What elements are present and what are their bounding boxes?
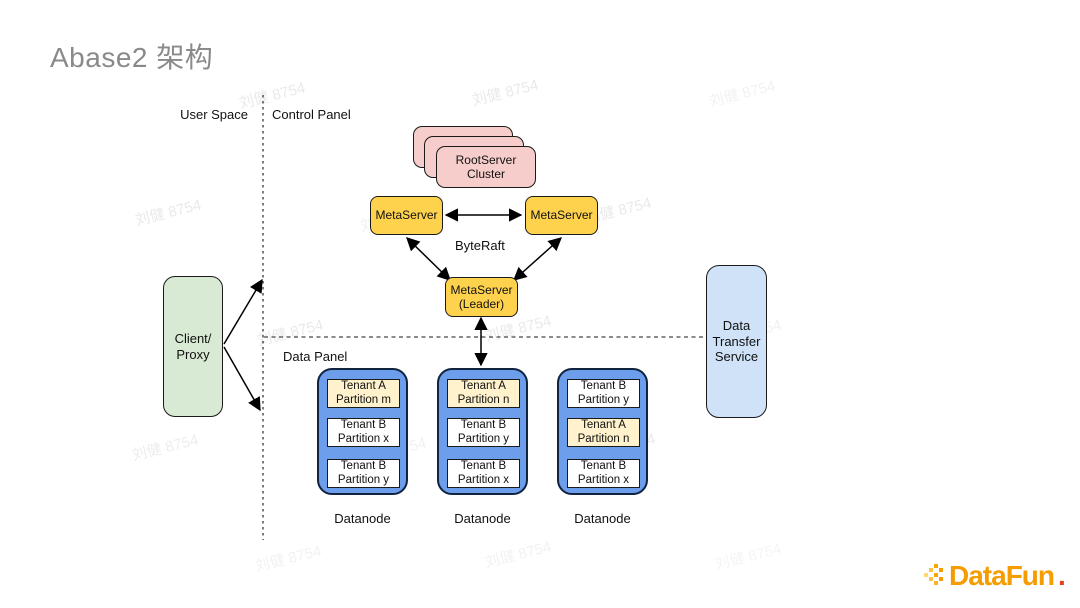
partition-id: Partition y <box>337 473 390 486</box>
partition-tenant: Tenant A <box>581 418 626 431</box>
arrow-metaserver-right-leader <box>512 237 563 281</box>
arrow-client-control-panel <box>223 278 263 345</box>
arrow-client-data-panel <box>223 346 261 412</box>
watermark-text: 刘健 8754 <box>133 196 204 230</box>
datanode-3-label: Datanode <box>574 511 631 526</box>
arrow-metaserver-left-leader <box>406 237 451 281</box>
label-data-panel: Data Panel <box>283 349 348 364</box>
metaserver-right-label: MetaServer <box>530 208 593 223</box>
client-proxy-line1: Client/ <box>174 330 212 346</box>
label-user-space: User Space <box>180 107 248 122</box>
partition-id: Partition x <box>337 432 390 445</box>
partition-id: Partition n <box>457 393 510 406</box>
watermark-text: 刘健 8754 <box>253 542 324 576</box>
dts-line2: Transfer <box>712 333 761 349</box>
partition-tenant: Tenant A <box>461 379 506 392</box>
partition-id: Partition y <box>577 393 630 406</box>
watermark-text: 刘健 8754 <box>713 538 784 575</box>
partition-id: Partition x <box>577 473 630 486</box>
node-metaserver-left: MetaServer <box>370 196 443 235</box>
partition-id: Partition n <box>577 432 630 445</box>
dts-line1: Data <box>722 318 751 334</box>
datanode-1-partition-1: Tenant A Partition m <box>327 379 400 408</box>
partition-tenant: Tenant B <box>460 459 507 472</box>
client-proxy-line2: Proxy <box>176 346 210 362</box>
logo-text: DataFun <box>949 560 1055 591</box>
node-rootserver-cluster: RootServer Cluster <box>436 146 536 188</box>
page-title: Abase2 架构 <box>50 42 214 73</box>
partition-id: Partition m <box>336 393 391 406</box>
watermark-text: 刘健 8754 <box>255 316 326 350</box>
node-datanode-2: Tenant A Partition n Tenant B Partition … <box>437 368 528 495</box>
label-byteraft: ByteRaft <box>455 238 505 253</box>
datanode-1-partition-2: Tenant B Partition x <box>327 418 400 447</box>
datanode-2-partition-1: Tenant A Partition n <box>447 379 520 408</box>
node-data-transfer-service: Data Transfer Service <box>706 265 767 418</box>
watermark-text: 刘健 8754 <box>707 77 778 111</box>
datanode-1-label: Datanode <box>334 511 391 526</box>
label-control-panel: Control Panel <box>272 107 351 122</box>
node-client-proxy: Client/ Proxy <box>163 276 223 417</box>
metaserver-leader-line2: (Leader) <box>458 297 505 311</box>
rootserver-label-line1: RootServer <box>455 152 517 167</box>
datanode-2-partition-2: Tenant B Partition y <box>447 418 520 447</box>
watermark-text: 刘健 8754 <box>483 538 554 572</box>
watermark-text: 刘健 8754 <box>130 431 201 465</box>
datanode-3-partition-2: Tenant A Partition n <box>567 418 640 447</box>
metaserver-leader-line1: MetaServer <box>450 282 513 297</box>
dts-line3: Service <box>714 349 759 365</box>
partition-tenant: Tenant B <box>340 418 387 431</box>
rootserver-label-line2: Cluster <box>466 167 505 181</box>
logo-period: . <box>1058 560 1066 591</box>
partition-tenant: Tenant B <box>580 459 627 472</box>
datanode-2-partition-3: Tenant B Partition x <box>447 459 520 488</box>
watermark-text: 刘健 8754 <box>470 76 541 110</box>
partition-tenant: Tenant B <box>340 459 387 472</box>
partition-tenant: Tenant B <box>460 418 507 431</box>
logo-pixels-icon <box>924 564 943 585</box>
partition-tenant: Tenant A <box>341 379 386 392</box>
node-datanode-1: Tenant A Partition m Tenant B Partition … <box>317 368 408 495</box>
metaserver-left-label: MetaServer <box>375 208 438 223</box>
node-metaserver-leader: MetaServer (Leader) <box>445 277 518 317</box>
partition-id: Partition x <box>457 473 510 486</box>
datanode-3-partition-1: Tenant B Partition y <box>567 379 640 408</box>
partition-id: Partition y <box>457 432 510 445</box>
datanode-2-label: Datanode <box>454 511 511 526</box>
datanode-3-partition-3: Tenant B Partition x <box>567 459 640 488</box>
datanode-1-partition-3: Tenant B Partition y <box>327 459 400 488</box>
datafun-logo: DataFun. <box>924 556 1066 596</box>
partition-tenant: Tenant B <box>580 379 627 392</box>
node-metaserver-right: MetaServer <box>525 196 598 235</box>
node-datanode-3: Tenant B Partition y Tenant A Partition … <box>557 368 648 495</box>
